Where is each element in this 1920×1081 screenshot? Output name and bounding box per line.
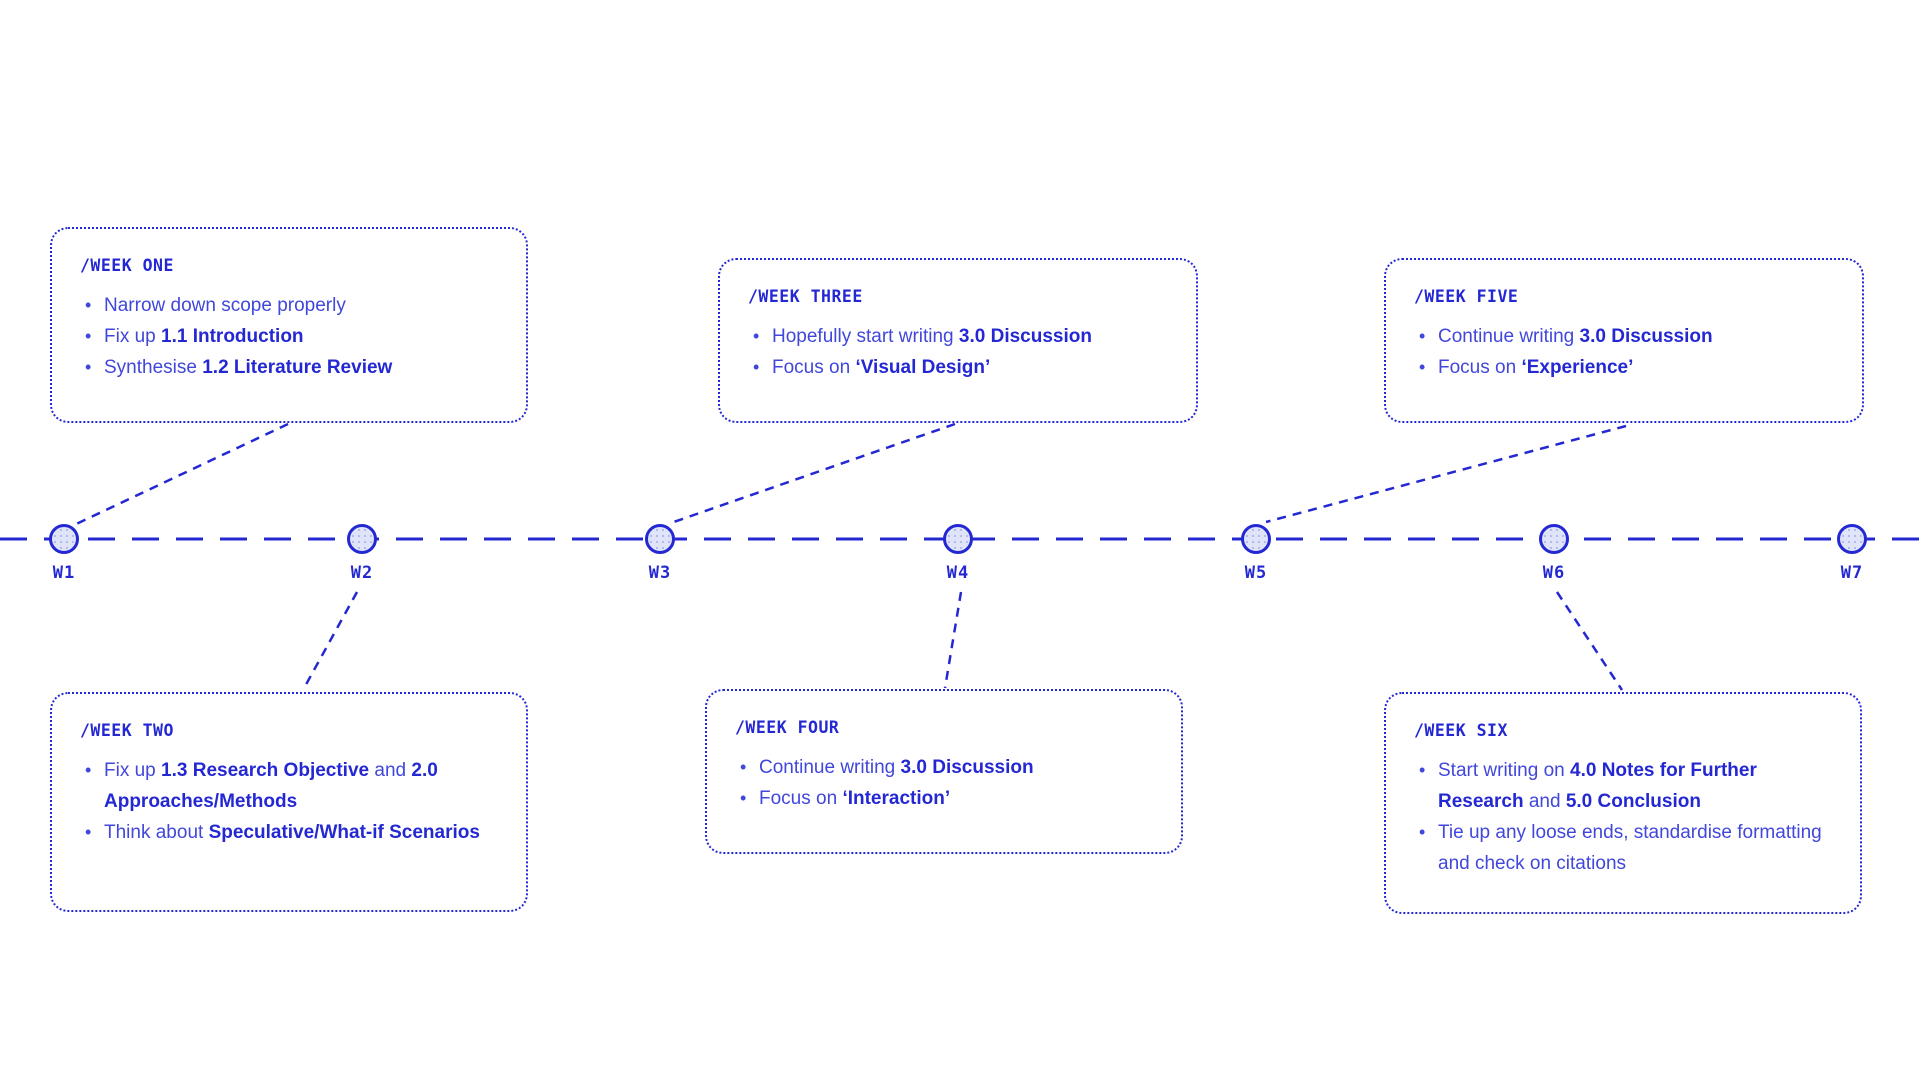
week-five-title: /WEEK FIVE [1414,287,1519,306]
timeline-node-w3 [645,524,675,554]
bullet-item: Hopefully start writing 3.0 Discussion [748,321,1168,352]
week-one-bullets: Narrow down scope properlyFix up 1.1 Int… [80,290,498,383]
bullet-item: Focus on ‘Experience’ [1414,352,1834,383]
connector-week-three [667,422,956,526]
connector-week-two [301,591,359,691]
week-four-title: /WEEK FOUR [735,718,840,737]
node-label-w5: W5 [1244,563,1268,583]
bullet-item: Synthesise 1.2 Literature Review [80,352,498,383]
node-label-w1: W1 [52,563,76,583]
week-three-card: /WEEK THREE Hopefully start writing 3.0 … [718,258,1198,423]
bullet-item: Continue writing 3.0 Discussion [735,752,1153,783]
connector-week-five [1265,424,1627,524]
week-three-title: /WEEK THREE [748,287,863,306]
week-five-card: /WEEK FIVE Continue writing 3.0 Discussi… [1384,258,1864,423]
week-six-card: /WEEK SIX Start writing on 4.0 Notes for… [1384,692,1862,914]
week-six-title: /WEEK SIX [1414,721,1508,740]
timeline-node-w5 [1241,524,1271,554]
week-one-title: /WEEK ONE [80,256,174,275]
week-two-bullets: Fix up 1.3 Research Objective and 2.0 Ap… [80,755,498,848]
bullet-item: Tie up any loose ends, standardise forma… [1414,817,1832,879]
bullet-item: Continue writing 3.0 Discussion [1414,321,1834,352]
week-six-bullets: Start writing on 4.0 Notes for Further R… [1414,755,1832,879]
bullet-item: Fix up 1.1 Introduction [80,321,498,352]
node-label-w4: W4 [946,563,970,583]
week-five-bullets: Continue writing 3.0 DiscussionFocus on … [1414,321,1834,383]
node-label-w2: W2 [350,563,374,583]
week-three-bullets: Hopefully start writing 3.0 DiscussionFo… [748,321,1168,383]
timeline-node-w7 [1837,524,1867,554]
node-label-w6: W6 [1542,563,1566,583]
week-two-title: /WEEK TWO [80,721,174,740]
week-four-bullets: Continue writing 3.0 DiscussionFocus on … [735,752,1153,814]
week-one-card: /WEEK ONE Narrow down scope properlyFix … [50,227,528,423]
connector-week-one [71,422,289,528]
bullet-item: Fix up 1.3 Research Objective and 2.0 Ap… [80,755,498,817]
week-four-card: /WEEK FOUR Continue writing 3.0 Discussi… [705,689,1183,854]
connector-week-four [943,591,963,689]
bullet-item: Start writing on 4.0 Notes for Further R… [1414,755,1832,817]
bullet-item: Think about Speculative/What-if Scenario… [80,817,498,848]
bullet-item: Focus on ‘Visual Design’ [748,352,1168,383]
bullet-item: Narrow down scope properly [80,290,498,321]
node-label-w3: W3 [648,563,672,583]
week-two-card: /WEEK TWO Fix up 1.3 Research Objective … [50,692,528,912]
timeline-node-w2 [347,524,377,554]
timeline-node-w1 [49,524,79,554]
timeline-node-w4 [943,524,973,554]
timeline-node-w6 [1539,524,1569,554]
bullet-item: Focus on ‘Interaction’ [735,783,1153,814]
connector-week-six [1555,591,1624,691]
node-label-w7: W7 [1840,563,1864,583]
